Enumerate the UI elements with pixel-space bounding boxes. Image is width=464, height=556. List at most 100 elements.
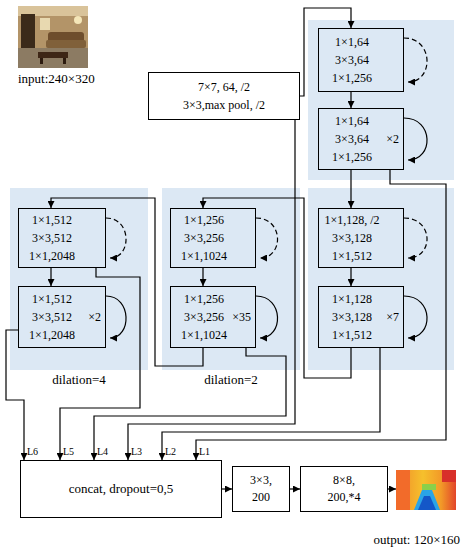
box-text: 1×1,256 — [332, 69, 372, 87]
repeat-count: ×2 — [88, 308, 101, 326]
residual-block: 1×1,5123×3,5121×1,2048×2 — [18, 286, 106, 348]
text-column: 1×1,643×3,641×1,256 — [319, 29, 385, 91]
level-label: L6 — [27, 446, 38, 458]
flow-arrow — [388, 488, 396, 489]
flow-arrow — [196, 170, 446, 460]
text-column: 3×3, 200 — [233, 467, 289, 511]
upsample-box: 8×8, 200,*4 — [300, 466, 388, 512]
residual-block: 1×1,643×3,641×1,256 ×2 — [318, 108, 404, 170]
repeat-count: ×2 — [386, 130, 399, 148]
depth-far — [442, 470, 456, 482]
depth-map — [396, 470, 456, 510]
shortcut-loop — [256, 218, 278, 258]
box-text: 1×1,256 — [332, 148, 372, 166]
box-text: 1×1,512 — [332, 247, 372, 265]
shortcut-loop — [404, 118, 427, 160]
conv-box: 7×7, 64, /23×3,max pool, /2 — [148, 72, 300, 120]
level-label: L1 — [199, 446, 210, 458]
flow-arrow — [203, 198, 351, 378]
residual-block: 1×1,128, /23×3,1281×1,512 — [318, 208, 404, 268]
text-column: 1×1,128, /23×3,1281×1,512 — [319, 209, 385, 267]
floor — [18, 48, 88, 68]
box-text: 8×8, 200,*4 — [320, 472, 368, 506]
residual-block: 1×1,1283×3,1281×1,512 ×7 — [318, 286, 404, 348]
box-text: 1×1,256 — [184, 211, 224, 229]
input-image: input:240×320 — [18, 6, 88, 68]
flow-arrow — [128, 120, 295, 460]
flow-arrow — [300, 8, 351, 96]
box-text: 1×1,512 — [32, 211, 72, 229]
flow-arrow — [60, 268, 140, 460]
box-text: 1×1,128 — [332, 290, 372, 308]
depth-table — [414, 490, 440, 510]
shortcut-loop — [106, 218, 126, 258]
box-text: 3×3,64 — [335, 51, 369, 69]
box-text: 1×1,64 — [335, 33, 369, 51]
flow-arrow — [290, 488, 300, 489]
repeat-count: ×35 — [232, 308, 251, 326]
box-text: 1×1,512 — [332, 326, 372, 344]
caption-text: dilation=2 — [162, 372, 300, 388]
box-text: 3×3,128 — [332, 229, 372, 247]
box-text: 3×3,256 — [184, 229, 224, 247]
box-text: 3×3,max pool, /2 — [183, 96, 265, 114]
level-label: L3 — [131, 446, 142, 458]
box-text: 1×1,64 — [335, 112, 369, 130]
text-column: 1×1,5123×3,5121×1,2048 — [19, 287, 85, 347]
residual-block: 1×1,643×3,641×1,256 — [318, 28, 404, 92]
shortcut-loop — [404, 218, 427, 258]
sofa-seat — [46, 40, 86, 48]
box-text: 3×3, 200 — [244, 472, 278, 506]
level-label: L4 — [97, 446, 108, 458]
box-text: 1×1,2048 — [29, 326, 75, 344]
flow-arrow — [202, 268, 203, 286]
flow-arrow — [350, 92, 351, 108]
box-text: 3×3,512 — [32, 308, 72, 326]
flow-arrow — [222, 488, 232, 489]
picture — [40, 18, 50, 30]
level-label: L2 — [165, 446, 176, 458]
box-text: 1×1,128, /2 — [324, 211, 379, 229]
box-text: 1×1,512 — [32, 290, 72, 308]
depth-sofa — [422, 484, 436, 490]
flow-arrow — [6, 330, 24, 460]
residual-block: 1×1,5123×3,5121×1,2048 — [18, 208, 106, 268]
box-text: concat, dropout=0,5 — [69, 480, 173, 498]
repeat-count: ×7 — [386, 308, 399, 326]
flow-arrow — [162, 348, 380, 460]
residual-block: 1×1,2563×3,2561×1,1024×35 — [170, 286, 256, 348]
flow-arrow — [50, 268, 51, 286]
flow-arrow — [350, 170, 351, 208]
caption-text: input:240×320 — [18, 71, 95, 87]
connectors — [6, 8, 446, 489]
text-column: 1×1,2563×3,2561×1,1024 — [171, 209, 237, 267]
table-leg — [63, 58, 66, 64]
flow-arrow — [51, 198, 203, 366]
text-column: 8×8, 200,*4 — [301, 467, 387, 511]
box-text: 3×3,128 — [332, 308, 372, 326]
shortcut-loop — [256, 296, 278, 338]
dilation-band: dilation=41×1,5123×3,5121×1,20481×1,5123… — [10, 188, 148, 370]
stage-band: 1×1,643×3,641×1,2561×1,643×3,641×1,256×2 — [308, 20, 454, 180]
box-text: 7×7, 64, /2 — [198, 78, 250, 96]
concat-box: concat, dropout=0,5 — [20, 460, 222, 518]
table — [38, 52, 68, 58]
box-text: 3×3,64 — [335, 130, 369, 148]
box-text: 1×1,1024 — [181, 326, 227, 344]
text-column: 7×7, 64, /23×3,max pool, /2 — [149, 73, 299, 119]
wall — [18, 6, 88, 68]
shortcut-loop — [404, 296, 427, 338]
text-column: 1×1,5123×3,5121×1,2048 — [19, 209, 85, 267]
box-text: 1×1,256 — [184, 290, 224, 308]
table-leg — [40, 58, 43, 64]
box-text: 1×1,2048 — [29, 247, 75, 265]
depth-background — [396, 470, 456, 510]
shortcut-loop — [106, 296, 126, 338]
depth-near — [396, 470, 410, 510]
text-column: concat, dropout=0,5 — [21, 461, 221, 517]
text-column: 1×1,2563×3,2561×1,1024 — [171, 287, 237, 347]
box-text: 3×3,256 — [184, 308, 224, 326]
level-label: L5 — [63, 446, 74, 458]
flow-arrow — [350, 268, 351, 286]
